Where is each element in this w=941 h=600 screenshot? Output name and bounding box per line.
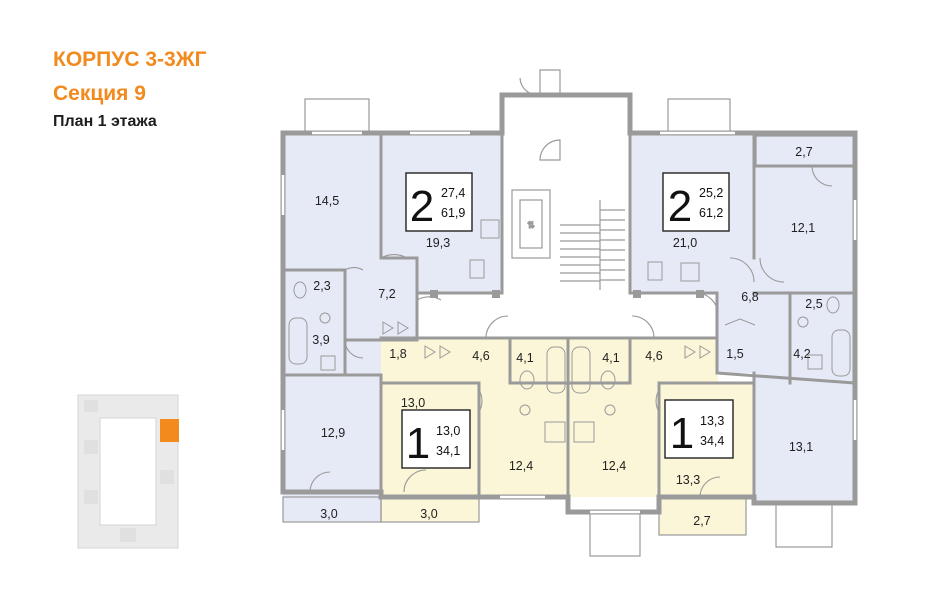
room-area: 21,0 [673, 236, 697, 250]
rooms-count: 2 [668, 182, 692, 231]
room-area: 1,5 [726, 347, 743, 361]
stair-steps [560, 200, 625, 290]
room-area: 3,0 [320, 507, 337, 521]
zone-fills [283, 95, 855, 535]
rooms-count: 1 [406, 419, 430, 468]
room-area: 13,0 [401, 396, 425, 410]
building-title: КОРПУС 3-3ЖГ [53, 48, 207, 71]
room-labels: 14,5 19,3 2,3 7,2 3,9 1,8 12,9 3,0 3,0 1… [312, 145, 822, 528]
room-area: 1,8 [389, 347, 406, 361]
room-area: 12,4 [509, 459, 533, 473]
room-area: 12,4 [602, 459, 626, 473]
total-area: 61,9 [441, 206, 465, 220]
living-area: 27,4 [441, 186, 465, 200]
apartment-badge-right-two-room: 2 25,2 61,2 [662, 172, 730, 232]
room-area: 4,6 [472, 349, 489, 363]
walls [280, 92, 858, 515]
fixtures [288, 219, 851, 443]
windows [281, 131, 857, 514]
stairwell: ⇅ [511, 69, 625, 290]
apartment-badge-left-one-room: 1 13,0 34,1 [401, 409, 471, 469]
room-area: 4,1 [602, 351, 619, 365]
rooms-count: 2 [410, 182, 434, 231]
room-area: 4,6 [645, 349, 662, 363]
room-area: 2,3 [313, 279, 330, 293]
room-area: 19,3 [426, 236, 450, 250]
apartment-badge-right-one-room: 1 13,3 34,4 [664, 399, 734, 459]
room-area: 13,3 [676, 473, 700, 487]
rooms-count: 1 [670, 409, 694, 458]
key-plan [77, 394, 179, 549]
room-area: 3,9 [312, 333, 329, 347]
room-area: 6,8 [741, 290, 758, 304]
svg-text:⇅: ⇅ [527, 220, 535, 230]
living-area: 25,2 [699, 186, 723, 200]
total-area: 34,4 [700, 434, 724, 448]
room-area: 2,5 [805, 297, 822, 311]
room-area: 2,7 [795, 145, 812, 159]
room-area: 4,1 [516, 351, 533, 365]
total-area: 34,1 [436, 444, 460, 458]
room-area: 3,0 [420, 507, 437, 521]
current-section-marker [160, 419, 179, 442]
room-area: 7,2 [378, 287, 395, 301]
living-area: 13,0 [436, 424, 460, 438]
room-area: 13,1 [789, 440, 813, 454]
room-area: 12,9 [321, 426, 345, 440]
door-swings [309, 165, 833, 498]
apartment-badge-left-two-room: 2 27,4 61,9 [405, 172, 473, 232]
total-area: 61,2 [699, 206, 723, 220]
living-area: 13,3 [700, 414, 724, 428]
room-area: 12,1 [791, 221, 815, 235]
room-area: 14,5 [315, 194, 339, 208]
room-area: 2,7 [693, 514, 710, 528]
section-title: Секция 9 [53, 82, 146, 105]
floor-plan-title: План 1 этажа [53, 113, 157, 130]
room-area: 4,2 [793, 347, 810, 361]
